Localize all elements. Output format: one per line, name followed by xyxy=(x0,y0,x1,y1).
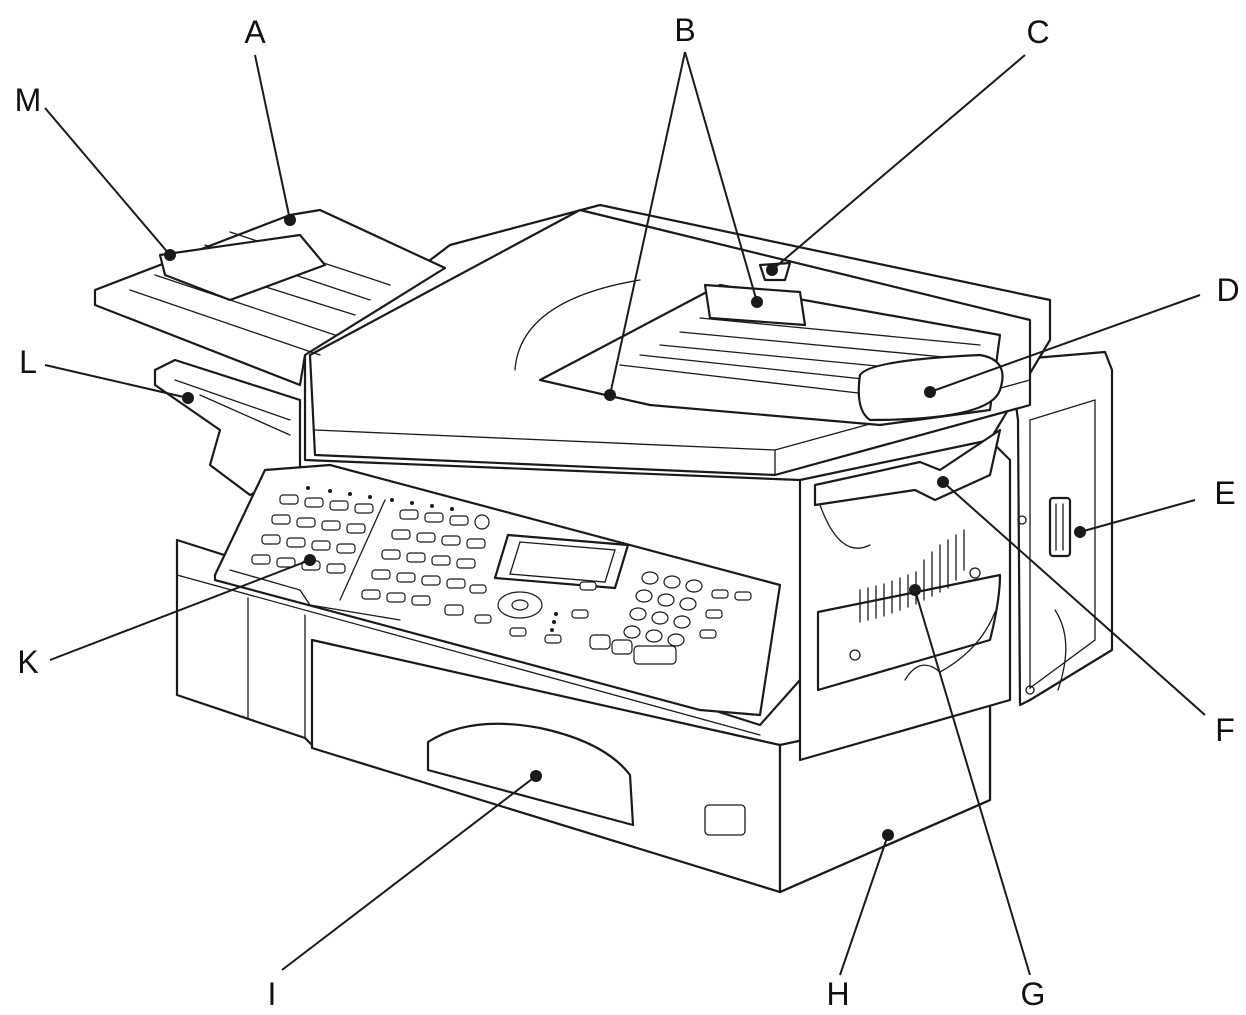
leader-M xyxy=(44,107,171,256)
leader-C xyxy=(771,54,1026,271)
function-keys xyxy=(444,581,752,665)
leader-L xyxy=(44,364,189,399)
callout-label-k: K xyxy=(17,644,39,680)
leader-D xyxy=(929,294,1201,393)
cassette-handle xyxy=(426,722,635,827)
callout-label-g: G xyxy=(1020,976,1046,1012)
one-touch-keys xyxy=(251,494,486,606)
leader-I xyxy=(281,775,537,971)
leader-B1 xyxy=(609,51,686,396)
indicator-leds xyxy=(306,486,558,632)
lcd-display xyxy=(493,533,630,590)
callout-label-d: D xyxy=(1216,272,1240,308)
callout-label-i: I xyxy=(267,976,277,1012)
vent-slots xyxy=(859,529,965,623)
callout-label-h: H xyxy=(826,976,850,1012)
leader-H xyxy=(839,834,889,976)
leader-F xyxy=(942,481,1206,716)
vent-panel xyxy=(816,573,1002,692)
callout-dots xyxy=(164,214,1086,841)
callout-label-m: M xyxy=(14,82,42,118)
leader-A xyxy=(254,54,291,221)
cassette-window xyxy=(704,804,746,836)
callout-label-f: F xyxy=(1215,712,1235,748)
callout-label-c: C xyxy=(1026,14,1050,50)
leader-B2 xyxy=(684,51,758,303)
leader-G xyxy=(914,589,1031,976)
interface-module xyxy=(1008,350,1114,707)
callout-leaders xyxy=(44,51,1206,976)
paper-guide xyxy=(158,233,327,302)
paper-support-tray xyxy=(93,208,447,387)
callout-label-a: A xyxy=(244,14,266,50)
document-exit xyxy=(813,428,1002,507)
numeric-keypad xyxy=(623,571,703,647)
callout-label-e: E xyxy=(1214,475,1236,511)
interface-connector xyxy=(1048,496,1072,558)
leader-K xyxy=(49,559,311,661)
callout-label-l: L xyxy=(19,344,37,380)
callout-label-b: B xyxy=(674,12,696,48)
leader-E xyxy=(1079,499,1196,533)
